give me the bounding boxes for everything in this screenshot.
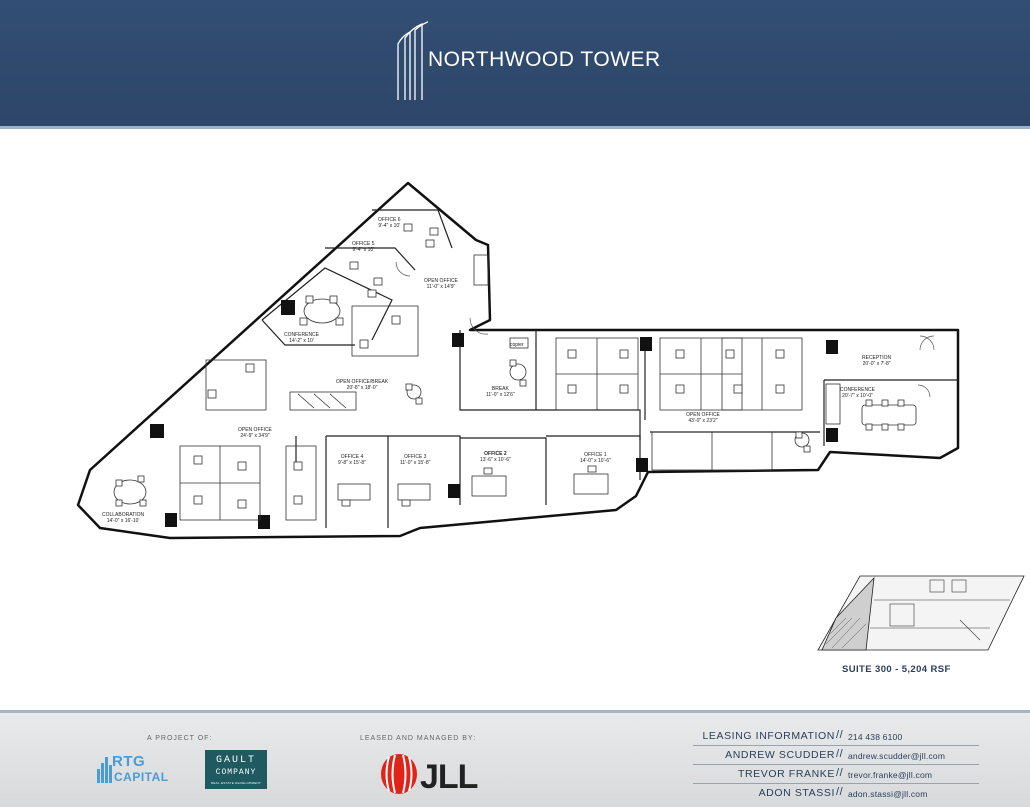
contact-name: LEASING INFORMATION — [702, 730, 835, 742]
contact-email[interactable]: adon.stassi@jll.com — [848, 789, 928, 799]
contact-email[interactable]: andrew.scudder@jll.com — [848, 751, 946, 761]
key-plan — [817, 575, 1025, 651]
slash-divider: // — [836, 786, 844, 798]
jll-wordmark: JLL — [420, 758, 478, 796]
gault-text: GAULT — [215, 755, 256, 766]
capital-text: CAPITAL — [114, 770, 169, 784]
slash-divider: // — [836, 729, 844, 741]
contact-row-scudder: ANDREW SCUDDER // andrew.scudder@jll.com — [693, 746, 979, 765]
slash-divider: // — [836, 767, 844, 779]
suite-label: SUITE 300 - 5,204 RSF — [842, 664, 951, 675]
leased-by-caption: LEASED AND MANAGED BY: — [360, 735, 477, 742]
contact-phone[interactable]: 214 438 6100 — [848, 732, 903, 742]
company-text: COMPANY — [215, 768, 257, 777]
footer: A PROJECT OF: RTG CAPITAL GAULT COMPANY … — [0, 710, 1030, 807]
jll-globe-icon — [381, 754, 417, 794]
contact-row-leasing: LEASING INFORMATION // 214 438 6100 — [693, 727, 979, 746]
contact-email[interactable]: trevor.franke@jll.com — [848, 770, 933, 780]
rtg-text: RTG — [112, 753, 146, 770]
contact-name: TREVOR FRANKE — [737, 768, 835, 780]
slash-divider: // — [836, 748, 844, 760]
project-of-caption: A PROJECT OF: — [147, 735, 213, 742]
rtg-skyline-icon — [97, 757, 112, 783]
tower-logo-icon — [397, 21, 428, 100]
copier-label: copier — [510, 342, 524, 348]
building-title: NORTHWOOD TOWER — [428, 48, 661, 71]
contact-row-franke: TREVOR FRANKE // trevor.franke@jll.com — [693, 765, 979, 784]
floor-plan-drawing — [76, 181, 1025, 651]
gault-tagline: REAL ESTATE DEVELOPMENT — [210, 781, 262, 785]
contact-row-stassi: ADON STASSI // adon.stassi@jll.com — [693, 784, 979, 802]
contact-name: ANDREW SCUDDER — [725, 749, 835, 761]
contact-name: ADON STASSI — [758, 787, 835, 799]
gault-company-logo: GAULT COMPANY REAL ESTATE DEVELOPMENT — [205, 750, 267, 789]
header-banner: NORTHWOOD TOWER — [0, 0, 1030, 129]
